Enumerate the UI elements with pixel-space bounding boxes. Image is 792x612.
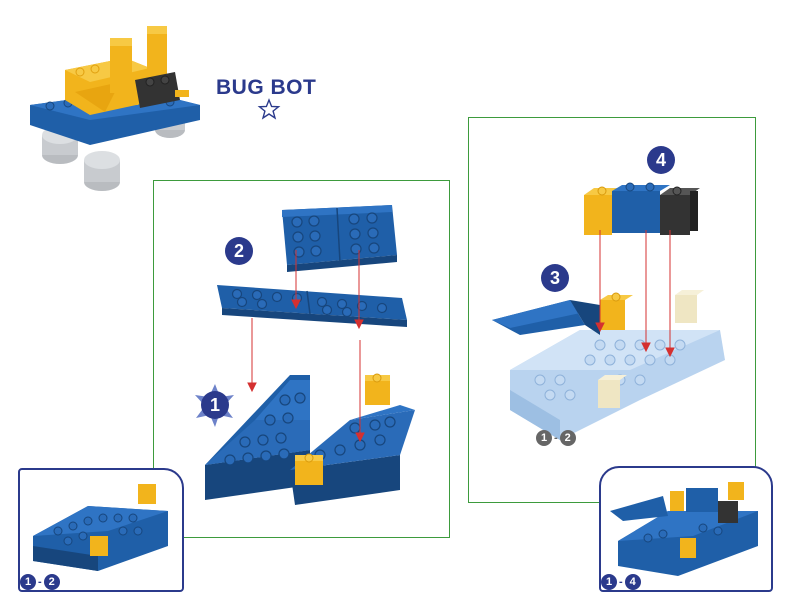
step-1-number: 1: [201, 391, 229, 419]
assembly-arrows-steps-1-2: [247, 250, 365, 443]
inset-1-2-reference: 1 - 2: [20, 574, 60, 590]
range-from: 1: [536, 430, 552, 446]
step-2-top-plate: [282, 205, 397, 272]
range-to: 4: [624, 574, 641, 590]
step-3-base-assembly: [492, 290, 725, 440]
set-title: BUG BOT: [216, 76, 317, 99]
step-2-number: 2: [225, 237, 253, 265]
difficulty-star-icon: [257, 98, 281, 120]
inset-1-4-reference: 1 - 4: [601, 574, 641, 590]
range-to: 2: [43, 574, 60, 590]
range-to: 2: [559, 430, 576, 446]
progress-inset-1-2-model: [33, 484, 168, 571]
step-4-number: 4: [647, 146, 675, 174]
range-separator: -: [554, 432, 558, 444]
step-1-base-bricks: [205, 373, 415, 505]
range-from: 1: [601, 574, 617, 590]
step-3-number: 3: [541, 264, 569, 292]
assembly-arrows-step-4: [595, 230, 675, 358]
range-separator: -: [38, 576, 42, 588]
steps-1-2-reference: 1 - 2: [536, 430, 576, 446]
bug-bot-model-preview: [30, 26, 200, 191]
range-separator: -: [619, 576, 623, 588]
range-from: 1: [20, 574, 36, 590]
progress-inset-1-4-model: [610, 482, 758, 576]
steps-1-2-frame: [153, 180, 450, 538]
step-4-bricks: [584, 182, 700, 235]
